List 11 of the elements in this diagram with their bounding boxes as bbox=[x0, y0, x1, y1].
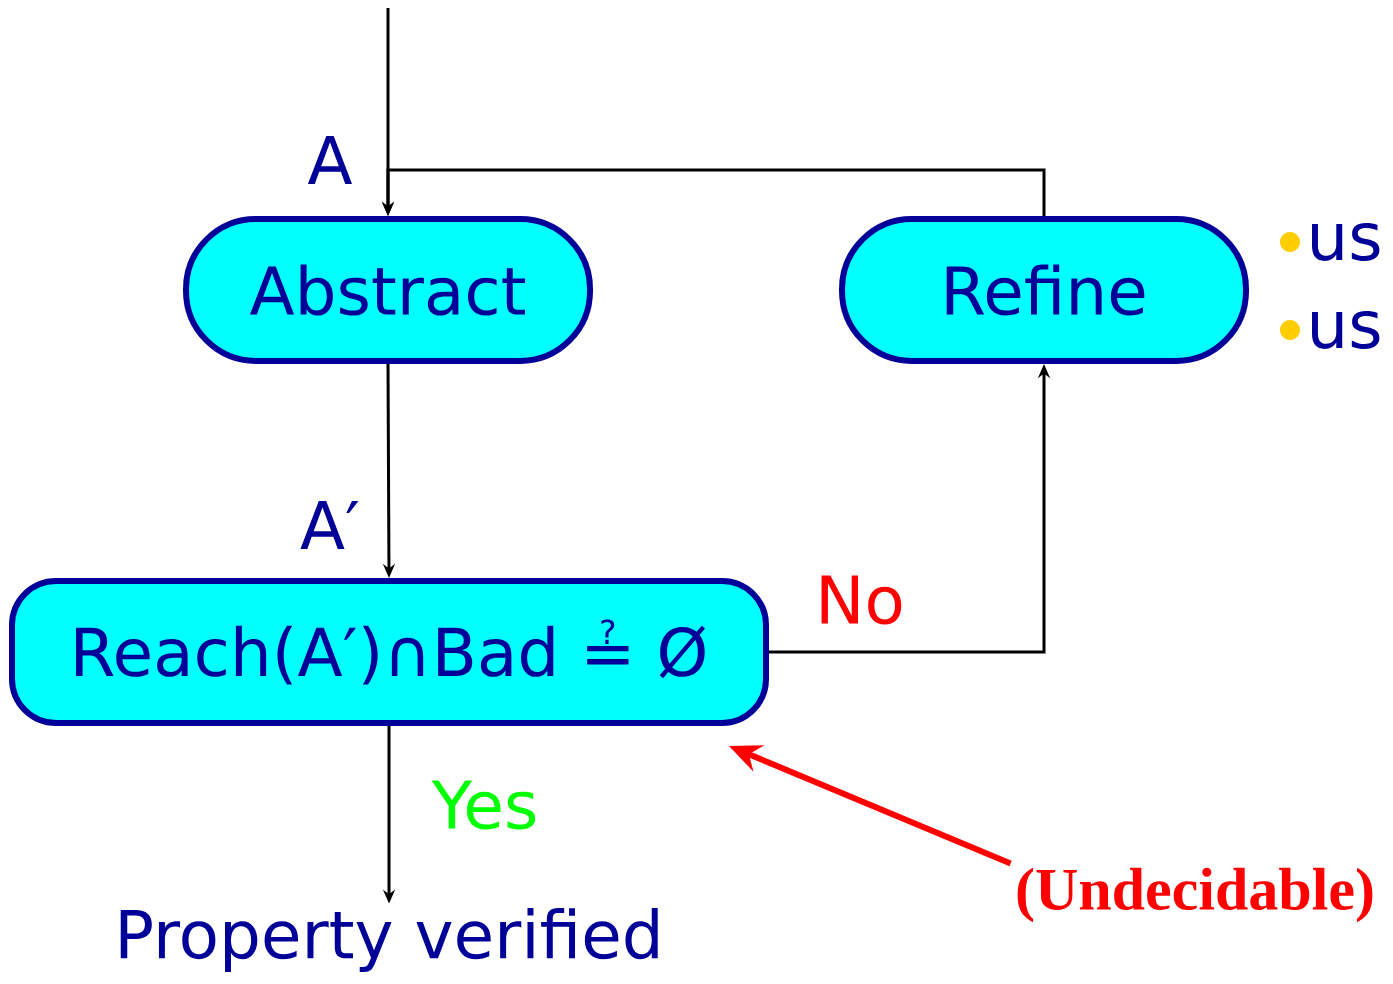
bullet-item: us bbox=[1280, 311, 1380, 349]
edge-label: Yes bbox=[431, 780, 536, 830]
note-text: (Undecidable) bbox=[1017, 867, 1373, 923]
process-box: Reach(A′)∩Bad ≟ Ø bbox=[9, 578, 769, 726]
edge-label: A bbox=[307, 135, 353, 185]
process-box: Refine bbox=[839, 216, 1249, 364]
process-box: Abstract bbox=[183, 216, 593, 364]
edge-label: A′ bbox=[300, 500, 359, 550]
edge-label: No bbox=[821, 575, 902, 625]
bullet-item: us bbox=[1280, 223, 1380, 261]
result-text: Property verified bbox=[120, 908, 658, 972]
